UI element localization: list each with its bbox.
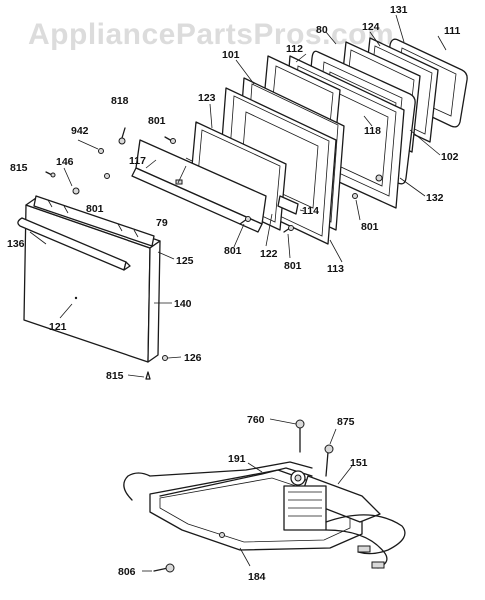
screw-815a (45, 171, 56, 178)
callout-101: 101 (222, 49, 240, 61)
callout-818: 818 (111, 95, 129, 107)
part-79-trim-panel (131, 139, 267, 233)
callout-113: 113 (327, 263, 344, 275)
screw-801a (164, 136, 176, 144)
callout-815a: 815 (10, 162, 28, 174)
callout-875: 875 (337, 416, 355, 428)
screw-942 (98, 148, 104, 154)
callout-801a: 801 (148, 115, 166, 127)
callout-126: 126 (184, 352, 202, 364)
callout-806: 806 (118, 566, 136, 578)
leader-lines-bottom (142, 418, 353, 572)
callout-117: 117 (129, 155, 146, 167)
callout-136: 136 (7, 238, 25, 250)
part-114-bracket (277, 195, 299, 215)
callout-942: 942 (71, 125, 89, 137)
part-136-door-handle (17, 217, 131, 271)
callout-112: 112 (286, 43, 303, 55)
callout-125: 125 (176, 255, 194, 267)
screw-146 (72, 187, 80, 195)
callout-801d: 801 (224, 245, 242, 257)
callout-80: 80 (316, 24, 328, 36)
screw-801c (352, 193, 358, 199)
screw-801d (239, 216, 251, 225)
screw-818 (118, 127, 126, 145)
callout-146: 146 (56, 156, 74, 168)
leader-lines-top (29, 14, 447, 378)
callout-122: 122 (260, 248, 278, 260)
callout-131: 131 (390, 4, 408, 16)
screw-801e (283, 225, 294, 233)
callout-79: 79 (156, 217, 168, 229)
callout-191: 191 (228, 453, 246, 465)
latch-assembly (123, 419, 406, 573)
callout-123: 123 (198, 92, 216, 104)
callout-118: 118 (364, 125, 381, 137)
callout-111: 111 (444, 25, 461, 37)
watermark-text: AppliancePartsPros.com (28, 18, 394, 51)
callout-140: 140 (174, 298, 192, 310)
callout-184: 184 (248, 571, 266, 583)
callout-114: 114 (302, 205, 319, 217)
callout-102: 102 (441, 151, 459, 163)
callout-801b: 801 (86, 203, 104, 215)
callout-132: 132 (426, 192, 444, 204)
callout-760: 760 (247, 414, 265, 426)
screw-815b (145, 371, 151, 380)
screw-801b (104, 173, 110, 179)
callout-801c: 801 (361, 221, 379, 233)
callout-labels: 80 131 124 111 112 101 818 123 801 942 1… (7, 4, 461, 583)
callout-121: 121 (49, 321, 67, 333)
callout-801e: 801 (284, 260, 302, 272)
screw-126 (162, 355, 168, 361)
callout-151: 151 (350, 457, 368, 469)
callout-815b: 815 (106, 370, 124, 382)
part-125-vent-trim (33, 195, 155, 247)
callout-124: 124 (362, 21, 380, 33)
